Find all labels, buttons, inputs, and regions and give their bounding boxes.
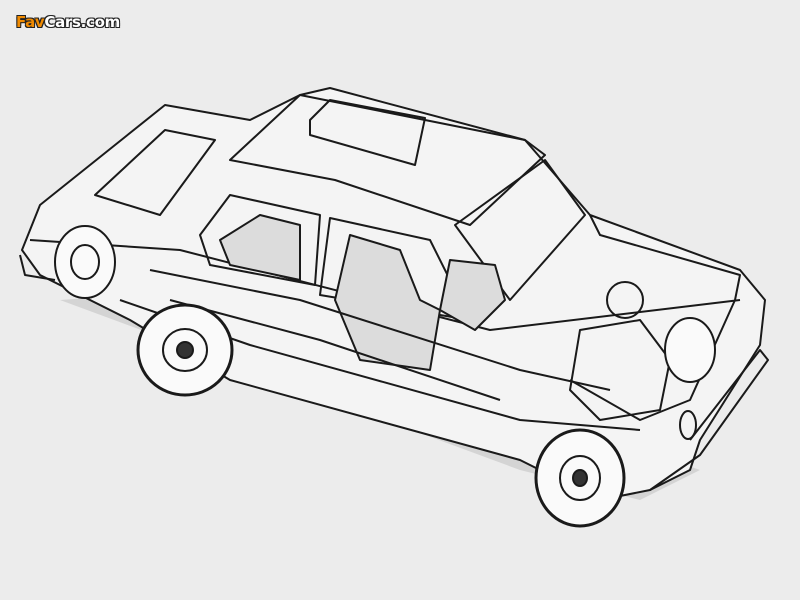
- rear-bumper: [19, 254, 56, 281]
- car-roof: [229, 94, 546, 226]
- engine-bay: [569, 214, 741, 421]
- headlight: [679, 410, 697, 440]
- wheel-rear-left: [54, 225, 116, 299]
- chassis-tube: [149, 269, 611, 391]
- front-seat-right: [439, 259, 506, 331]
- wheel-rear-right: [136, 303, 234, 397]
- wheel-front-left: [664, 317, 716, 383]
- rear-seat: [219, 214, 301, 281]
- wheel-front-right: [534, 428, 626, 528]
- engine-block: [569, 319, 671, 421]
- air-filter: [606, 281, 644, 319]
- front-bumper: [649, 349, 769, 491]
- favcars-watermark-logo: FavCars.com: [16, 13, 120, 31]
- watermark-cars: Cars.com: [44, 13, 120, 31]
- chassis-tube: [169, 299, 501, 401]
- watermark-fav: Fav: [16, 13, 45, 31]
- rear-side-window: [199, 194, 321, 286]
- roof-opening: [309, 99, 426, 166]
- boot-compartment: [94, 129, 216, 216]
